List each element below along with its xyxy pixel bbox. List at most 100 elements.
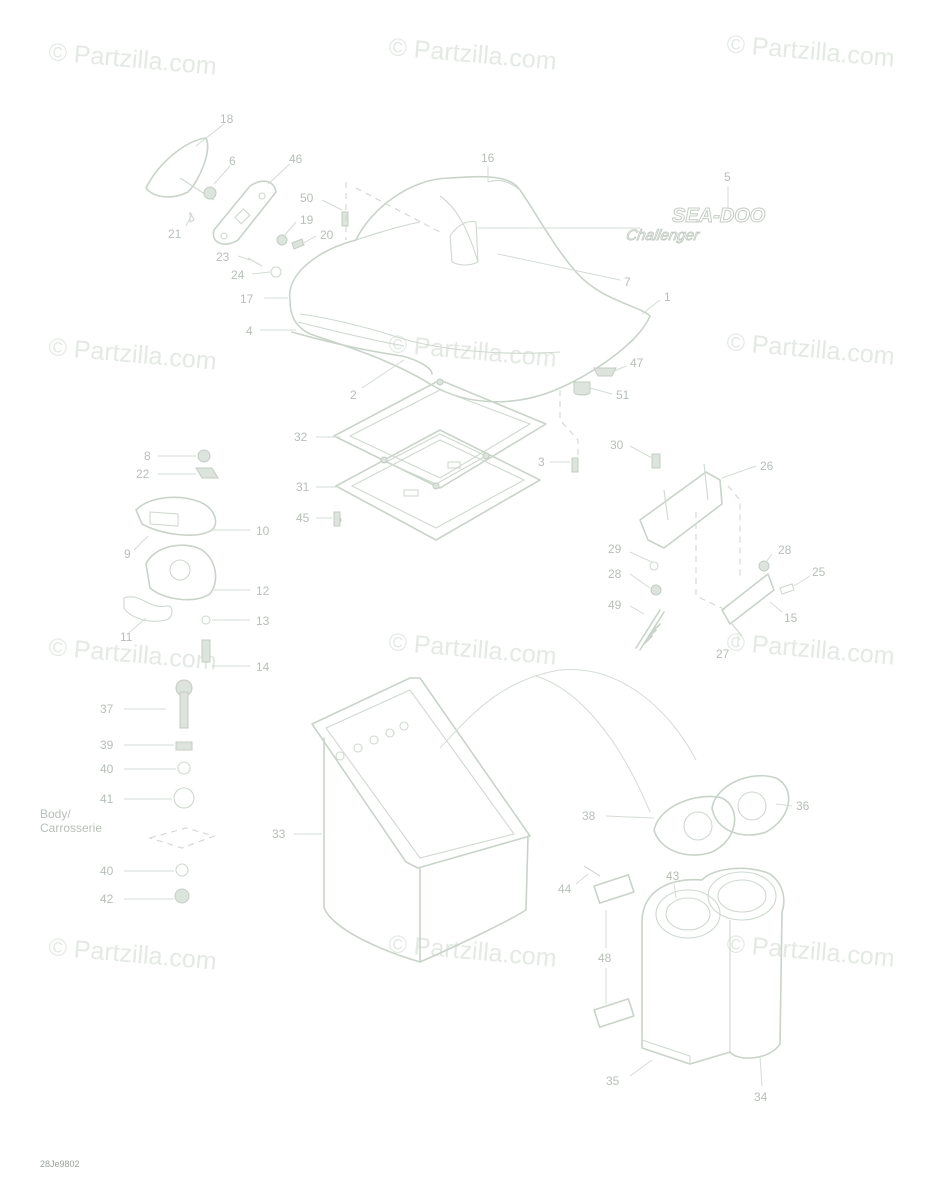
callout-25: 25: [812, 565, 826, 579]
callout-14: 14: [256, 660, 270, 674]
watermark: © Partzilla.com: [387, 33, 557, 76]
callout-51: 51: [616, 388, 630, 402]
latch-hardware: Body/ Carrosserie: [40, 449, 219, 904]
callout-50: 50: [300, 191, 314, 205]
watermark: © Partzilla.com: [725, 30, 895, 73]
bin-rim-part: [311, 677, 531, 869]
cup-holder-body-part: [641, 867, 785, 1065]
drawing-code: 28Je9802: [40, 1159, 80, 1169]
callout-3: 3: [538, 455, 545, 469]
callout-11: 11: [120, 630, 133, 644]
callout-5: 5: [724, 170, 731, 184]
callout-20: 20: [320, 228, 334, 242]
hose-part: [291, 331, 433, 375]
callout-17: 17: [240, 292, 254, 306]
lid-part: [711, 774, 790, 836]
callout-24: 24: [231, 268, 245, 282]
callout-37: 37: [100, 702, 114, 716]
callout-33: 33: [272, 827, 286, 841]
callout-47: 47: [630, 356, 644, 370]
callout-40: 40: [100, 762, 114, 776]
seat-assembly: [145, 137, 651, 473]
nut-part: [197, 449, 211, 463]
storage-bin: [311, 668, 697, 963]
callout-16: 16: [481, 151, 495, 165]
callout-labels: 18 6 46 21 50 19 20 23 24 17 4 2 16 5 7 …: [100, 112, 826, 1104]
callout-40: 40: [100, 864, 114, 878]
callout-13: 13: [256, 614, 270, 628]
bin-body-part: [323, 737, 529, 963]
callout-30: 30: [610, 438, 624, 452]
callout-22: 22: [136, 467, 150, 481]
lid-part: [653, 795, 736, 856]
body-label-line2: Carrosserie: [40, 821, 102, 835]
callout-36: 36: [796, 799, 810, 813]
hinge-plate-part: [721, 573, 775, 625]
windshield-part: [145, 137, 209, 198]
callout-9: 9: [124, 547, 131, 561]
callout-12: 12: [256, 584, 270, 598]
callout-48: 48: [598, 951, 612, 965]
watermark: © Partzilla.com: [47, 633, 217, 676]
watermark: © Partzilla.com: [725, 628, 895, 671]
seat-body-part: [288, 175, 651, 403]
callout-44: 44: [558, 882, 572, 896]
watermark: © Partzilla.com: [47, 333, 217, 376]
model-script-text: Challenger: [625, 227, 701, 244]
hinge-bracket-part: [639, 471, 723, 549]
callout-38: 38: [582, 809, 596, 823]
callout-31: 31: [296, 480, 310, 494]
access-panel-assembly: [333, 378, 547, 541]
callout-10: 10: [256, 524, 270, 538]
plate-part: [335, 429, 541, 541]
mount-strip-part: [593, 998, 635, 1028]
watermark: © Partzilla.com: [725, 328, 895, 371]
brand-logo-text: SEA-DOO: [672, 205, 766, 227]
callout-43: 43: [666, 869, 680, 883]
callout-46: 46: [289, 152, 303, 166]
watermark: © Partzilla.com: [725, 930, 895, 973]
bracket-part: [135, 496, 217, 536]
watermark: © Partzilla.com: [47, 933, 217, 976]
callout-8: 8: [144, 449, 151, 463]
hinge-assembly: [635, 453, 795, 651]
mount-strip-part: [593, 874, 635, 904]
screw-part: [651, 453, 661, 469]
callout-4: 4: [246, 324, 253, 338]
callout-41: 41: [100, 792, 114, 806]
callout-26: 26: [760, 459, 774, 473]
spring-part: [635, 609, 665, 651]
callout-27: 27: [716, 647, 730, 661]
watermark: © Partzilla.com: [387, 628, 557, 671]
mount-plate-part: [212, 180, 277, 245]
leader-lines: [124, 123, 811, 1087]
cup-holder-assembly: [583, 774, 790, 1065]
latch-base-part: [145, 544, 217, 601]
callout-6: 6: [229, 154, 236, 168]
callout-34: 34: [754, 1090, 768, 1104]
callout-15: 15: [784, 611, 798, 625]
callout-49: 49: [608, 598, 622, 612]
callout-21: 21: [168, 227, 182, 241]
watermark: © Partzilla.com: [47, 38, 217, 81]
callout-28: 28: [778, 543, 792, 557]
callout-28: 28: [608, 567, 622, 581]
block-part: [195, 467, 219, 479]
decal-logo: SEA-DOO Challenger: [625, 205, 767, 245]
plug-part: [573, 381, 591, 396]
watermark-layer: © Partzilla.com © Partzilla.com © Partzi…: [47, 30, 895, 976]
callout-23: 23: [216, 250, 230, 264]
callout-39: 39: [100, 738, 114, 752]
callout-1: 1: [664, 290, 671, 304]
watermark: © Partzilla.com: [387, 930, 557, 973]
callout-32: 32: [294, 430, 308, 444]
callout-45: 45: [296, 511, 310, 525]
callout-7: 7: [624, 275, 631, 289]
body-label-line1: Body/: [40, 807, 71, 821]
grommet-part: [593, 367, 617, 377]
callout-2: 2: [350, 388, 357, 402]
callout-19: 19: [300, 213, 314, 227]
callout-29: 29: [608, 542, 622, 556]
callout-18: 18: [220, 112, 234, 126]
